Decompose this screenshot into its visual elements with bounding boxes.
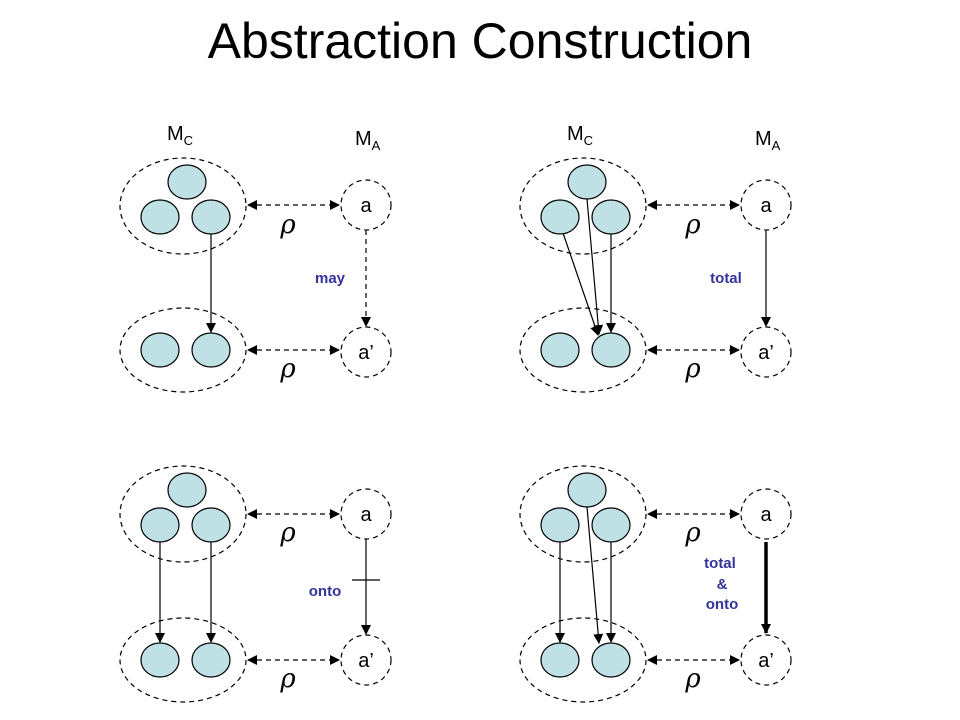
concrete-state xyxy=(540,642,580,678)
concrete-group-bottom xyxy=(519,617,647,703)
abstract-state-a-label: a xyxy=(360,195,372,217)
abstract-state-a-prime xyxy=(340,326,392,378)
concrete-group-top xyxy=(519,157,647,255)
relation-label: onto xyxy=(706,596,738,613)
abstract-state-a-prime xyxy=(340,634,392,686)
concrete-state xyxy=(191,199,231,235)
concrete-model-label: MC xyxy=(167,123,193,148)
panel-total-and-onto: a a’ ρ ρ total & onto xyxy=(519,465,792,703)
rho-symbol: ρ xyxy=(684,210,701,240)
concrete-group-top xyxy=(119,157,247,255)
concrete-state xyxy=(140,642,180,678)
concrete-transition xyxy=(562,232,600,336)
rho-symbol: ρ xyxy=(279,354,296,384)
concrete-state xyxy=(140,332,180,368)
relation-label: may xyxy=(315,270,346,287)
rho-symbol: ρ xyxy=(684,664,701,694)
concrete-model-label: MC xyxy=(567,123,593,148)
concrete-state xyxy=(540,332,580,368)
panel-onto: a a’ ρ ρ onto xyxy=(119,465,392,703)
relation-label: total xyxy=(704,555,736,572)
concrete-state xyxy=(591,332,631,368)
concrete-state xyxy=(167,472,207,508)
rho-symbol: ρ xyxy=(684,354,701,384)
relation-label: & xyxy=(717,576,728,593)
concrete-state xyxy=(591,507,631,543)
concrete-state xyxy=(540,199,580,235)
concrete-transition xyxy=(586,506,604,644)
abstract-state-a-prime-label: a’ xyxy=(758,650,774,672)
rho-symbol: ρ xyxy=(279,210,296,240)
rho-symbol: ρ xyxy=(279,664,296,694)
concrete-state xyxy=(140,507,180,543)
abstract-model-label: MA xyxy=(755,128,781,153)
rho-symbol: ρ xyxy=(279,518,296,548)
concrete-group-bottom xyxy=(119,617,247,703)
concrete-state xyxy=(540,507,580,543)
concrete-group-top xyxy=(119,465,247,563)
abstract-state-a-prime xyxy=(740,634,792,686)
concrete-state xyxy=(191,332,231,368)
concrete-state xyxy=(191,507,231,543)
abstract-state-a-label: a xyxy=(360,504,372,526)
abstract-state-a-label: a xyxy=(760,504,772,526)
concrete-state xyxy=(591,199,631,235)
abstract-state-a-prime xyxy=(740,326,792,378)
slide-title: Abstraction Construction xyxy=(207,13,753,69)
concrete-group-bottom xyxy=(119,307,247,393)
abstract-state-a xyxy=(740,488,792,540)
panel-total: MC MA a a’ ρ ρ total xyxy=(519,123,792,393)
rho-symbol: ρ xyxy=(684,518,701,548)
concrete-state xyxy=(591,642,631,678)
concrete-state xyxy=(140,199,180,235)
concrete-state xyxy=(567,164,607,200)
panel-may: MC MA a a’ ρ ρ may xyxy=(119,123,392,393)
abstract-model-label: MA xyxy=(355,128,381,153)
abstract-state-a-prime-label: a’ xyxy=(358,650,374,672)
relation-label: total xyxy=(710,270,742,287)
abstract-state-a-prime-label: a’ xyxy=(358,342,374,364)
abstract-state-a-label: a xyxy=(760,195,772,217)
concrete-state xyxy=(191,642,231,678)
concrete-group-bottom xyxy=(519,307,647,393)
concrete-state xyxy=(567,472,607,508)
concrete-transition xyxy=(586,198,604,335)
abstract-state-a-prime-label: a’ xyxy=(758,342,774,364)
concrete-state xyxy=(167,164,207,200)
relation-label: onto xyxy=(309,583,341,600)
concrete-group-top xyxy=(519,465,647,563)
